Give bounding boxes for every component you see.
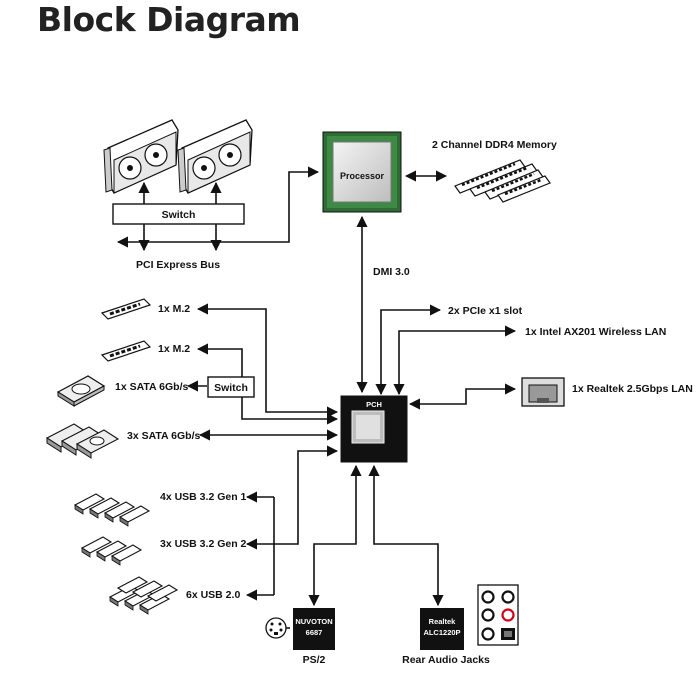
m2-second-label: 1x M.2 [158,343,190,355]
graphics-card-icon [103,119,179,194]
nuvoton-line1: NUVOTON [295,617,332,626]
nuvoton-chip-icon [293,608,335,650]
rear-audio-label: Rear Audio Jacks [402,654,490,666]
m2-first-link [196,303,339,418]
processor-label: Processor [340,171,385,181]
switch-mid-to-pch [241,397,339,425]
ps2-port-icon [265,617,287,639]
switch-mid-box [207,376,255,398]
switch-mid-label: Switch [214,382,248,394]
processor-icon [322,131,402,213]
sata-single-label: 1x SATA 6Gb/s [115,381,188,393]
m2-second-link [196,343,243,378]
superio-link [308,464,362,607]
realtek-codec-chip-icon [420,608,464,650]
page-title: Block Diagram [37,0,301,39]
m2-ssd-icon [100,298,152,320]
realtek-codec-line1: Realtek [429,617,457,626]
sata-triple-label: 3x SATA 6Gb/s [127,430,200,442]
pci-express-bus-line [116,166,320,248]
pcie-x1-label: 2x PCIe x1 slot [448,305,523,317]
usb-gen1-label: 4x USB 3.2 Gen 1 [160,491,247,503]
usb-stick-icon [73,493,151,527]
pch-chip-icon [340,395,408,463]
audio-jack-panel-icon [477,584,519,646]
usb-stick-icon [108,576,179,615]
usb2-label: 6x USB 2.0 [186,589,240,601]
usb-to-pch-link [274,445,339,545]
pch-label: PCH [366,400,382,409]
realtek-lan-label: 1x Realtek 2.5Gbps LAN [572,383,693,395]
sata-drive-icon [45,423,120,459]
dmi-label: DMI 3.0 [373,266,410,278]
realtek-lan-link [408,383,517,410]
pcie-x1-link [375,304,442,396]
m2-ssd-icon [100,340,152,362]
sata-drive-icon [56,375,106,407]
m2-first-label: 1x M.2 [158,303,190,315]
memory-label: 2 Channel DDR4 Memory [432,139,557,151]
pci-express-bus-label: PCI Express Bus [136,259,220,271]
graphics-card-icon [177,119,253,194]
switch-top-label: Switch [162,209,196,221]
usb-stick-icon [80,536,143,566]
usb-gen2-label: 3x USB 3.2 Gen 2 [160,538,247,550]
realtek-codec-line2: ALC1220P [423,628,460,637]
wireless-lan-label: 1x Intel AX201 Wireless LAN [525,326,666,338]
ethernet-port-icon [521,377,565,407]
memory-module-icon [454,159,551,203]
nuvoton-line2: 6687 [306,628,323,637]
ps2-label: PS/2 [303,654,326,666]
audio-codec-link [368,464,444,607]
wireless-lan-link [393,325,517,396]
